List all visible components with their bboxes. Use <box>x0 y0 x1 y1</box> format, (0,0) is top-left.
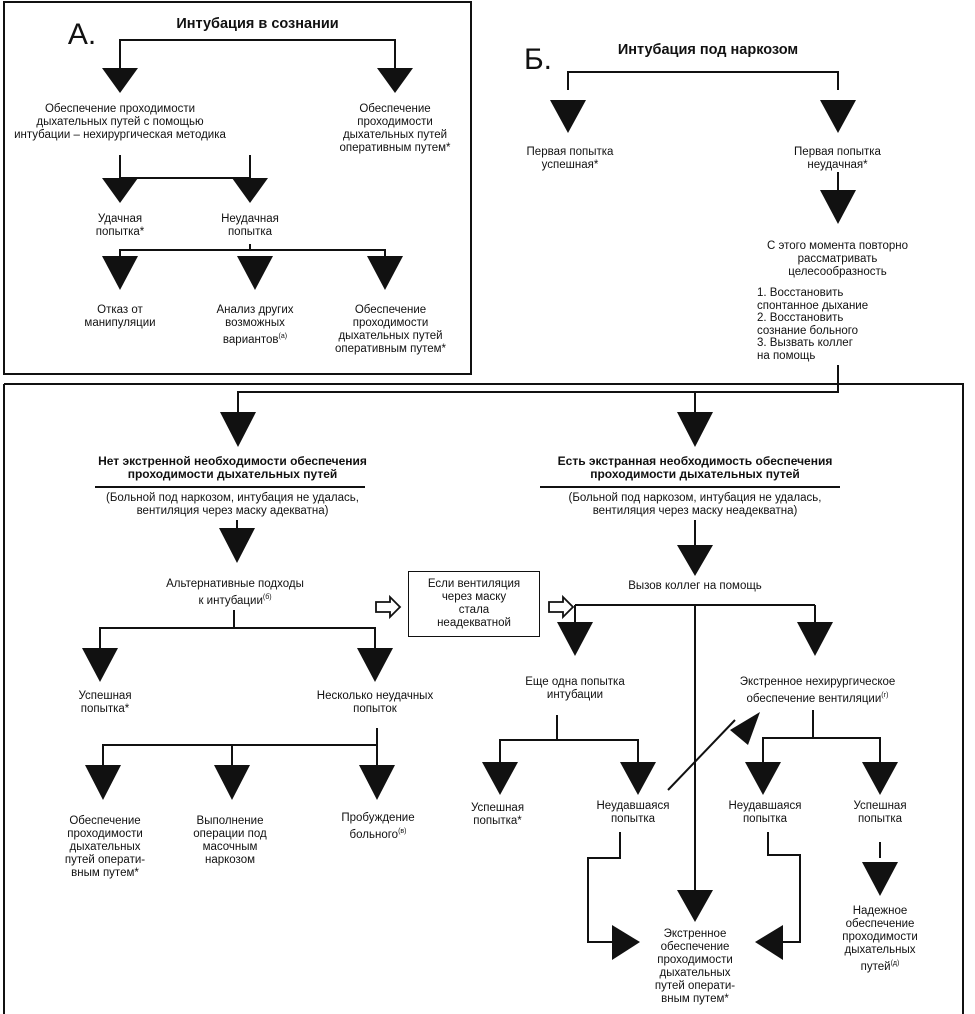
ne-several-fail: Несколько неудачных попыток <box>316 690 434 715</box>
arrow-ne-surgical <box>85 765 121 800</box>
b-step-3: 3. Вызвать коллег на помощь <box>757 337 853 362</box>
a-surgical2: Обеспечение проходимости дыхательных пут… <box>335 304 446 355</box>
arrow-nonemergency <box>220 412 256 447</box>
arrow-callhelp <box>677 545 713 576</box>
emergency-subtitle: (Больной под наркозом, интубация не удал… <box>568 492 822 517</box>
em-success2: Успешная попытка <box>853 800 907 825</box>
arrow-em-final <box>677 890 713 922</box>
ne-alternative: Альтернативные подходы к интубации(б) <box>166 578 304 607</box>
arrow-em-success1 <box>482 762 518 795</box>
arrow-ne-success <box>82 648 118 682</box>
a-refuse: Отказ от манипуляции <box>84 304 156 329</box>
arrow-emergency <box>677 412 713 447</box>
a-fail: Неудачная попытка <box>221 213 279 238</box>
em-emergency-vent: Экстренное нехирургическое обеспечение в… <box>739 676 896 705</box>
em-final-surgical: Экстренное обеспечение проходимости дыха… <box>654 928 736 1005</box>
hollow-arrows <box>375 594 575 620</box>
em-another-attempt: Еще одна попытка интубации <box>525 676 625 701</box>
transition-note-box: Если вентиляция через маску стала неадек… <box>408 571 540 637</box>
arrow-b-fail <box>820 100 856 133</box>
arrow-final-left <box>612 925 640 960</box>
hollow-arrow-left <box>375 594 402 620</box>
arrow-a-analyze <box>237 256 273 290</box>
arrow-em-fail1 <box>620 762 656 795</box>
nonemergency-title: Нет экстренной необходимости обеспечения… <box>98 454 367 481</box>
arrow-a-fail <box>232 178 268 203</box>
ne-success: Успешная попытка* <box>78 690 132 715</box>
arrow-a-success <box>102 178 138 203</box>
em-fail2: Неудавшаяся попытка <box>728 800 802 825</box>
arrow-ne-mask <box>214 765 250 800</box>
arrow-em-fail2 <box>745 762 781 795</box>
a-nonsurgical: Обеспечение проходимости дыхательных пут… <box>14 103 226 141</box>
arrow-final-right <box>755 925 783 960</box>
panel-a-title: Интубация в сознании <box>176 16 339 32</box>
b-first-fail: Первая попытка неудачная* <box>794 146 881 171</box>
em-reliable: Надежное обеспечение проходимости дыхате… <box>842 905 918 973</box>
a-success: Удачная попытка* <box>95 213 145 238</box>
arrow-a-refuse <box>102 256 138 290</box>
ne-wake: Пробуждение больного(в) <box>341 812 415 841</box>
arrow-a-surgical <box>367 256 403 290</box>
b-first-success: Первая попытка успешная* <box>526 146 614 171</box>
ne-mask-operation: Выполнение операции под масочным наркозо… <box>193 815 267 866</box>
b-step-1: 1. Восстановить спонтанное дыхание <box>757 287 869 312</box>
panel-b-title: Интубация под наркозом <box>617 42 799 58</box>
hollow-arrow-right <box>548 594 575 620</box>
arrow-a-left <box>102 68 138 93</box>
arrow-em-vent <box>797 622 833 656</box>
arrow-diagonal <box>730 712 760 745</box>
arrow-a-right <box>377 68 413 93</box>
a-analyze: Анализ других возможных вариантов(а) <box>216 304 294 346</box>
panel-a-frame <box>3 1 472 375</box>
panel-b-letter: Б. <box>523 43 553 76</box>
em-fail1: Неудавшаяся попытка <box>596 800 670 825</box>
em-success1: Успешная попытка* <box>470 802 525 827</box>
b-consider: С этого момента повторно рассматривать ц… <box>766 240 909 278</box>
ne-surgical: Обеспечение проходимости дыхательных пут… <box>64 815 146 879</box>
arrowheads <box>82 68 898 960</box>
a-surgical: Обеспечение проходимости дыхательных пут… <box>339 103 451 154</box>
arrow-em-another <box>557 622 593 656</box>
outer-frame <box>3 383 964 1014</box>
arrow-em-reliable <box>862 862 898 896</box>
em-call-help: Вызов коллег на помощь <box>628 580 762 592</box>
arrow-ne-wake <box>359 765 395 800</box>
arrow-em-success2 <box>862 762 898 795</box>
emergency-title: Есть экстранная необходимость обеспечени… <box>557 454 833 481</box>
b-step-2: 2. Восстановить сознание больного <box>757 312 859 337</box>
arrow-ne-several <box>357 648 393 682</box>
panel-a-letter: А. <box>67 18 97 51</box>
arrow-alternative <box>219 528 255 563</box>
nonemergency-subtitle: (Больной под наркозом, интубация не удал… <box>106 492 359 517</box>
arrow-b-consider <box>820 190 856 224</box>
arrow-b-success <box>550 100 586 133</box>
